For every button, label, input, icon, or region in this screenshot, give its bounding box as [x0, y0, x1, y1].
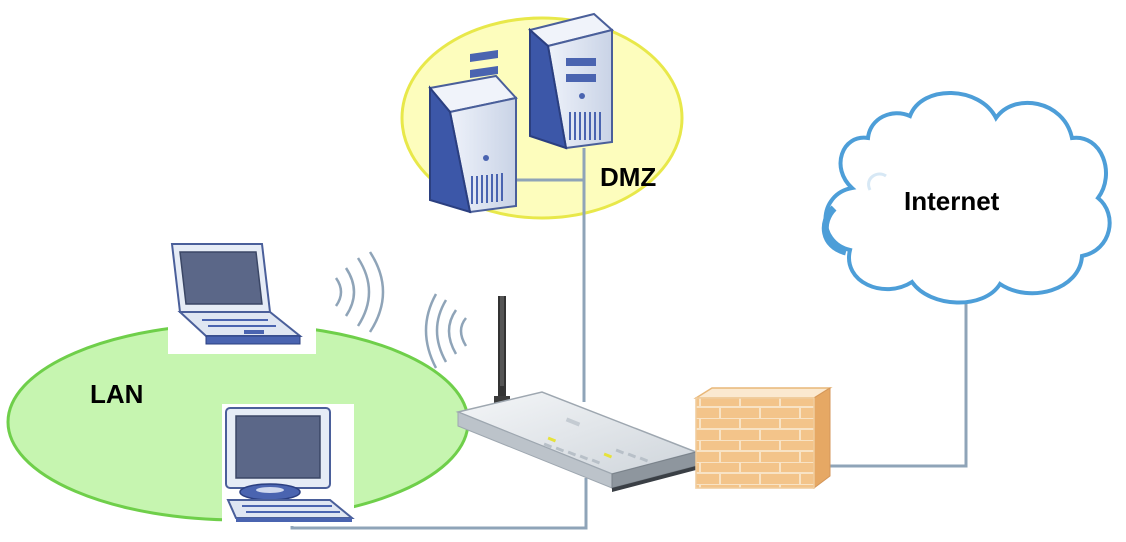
- cloud-icon: [821, 91, 1112, 305]
- lan-label: LAN: [90, 379, 143, 409]
- laptop-icon: [168, 236, 316, 354]
- internet-label: Internet: [904, 186, 1000, 216]
- firewall-icon: [693, 387, 833, 489]
- wireless-router-icon: [455, 296, 699, 492]
- link-firewall-internet: [830, 290, 968, 468]
- server-icon: [428, 50, 518, 214]
- dmz-label: DMZ: [600, 162, 656, 192]
- server-icon: [527, 12, 615, 150]
- wireless-signal-icon: [424, 293, 468, 369]
- wireless-signal-icon: [334, 251, 385, 333]
- desktop-computer-icon: [222, 404, 355, 526]
